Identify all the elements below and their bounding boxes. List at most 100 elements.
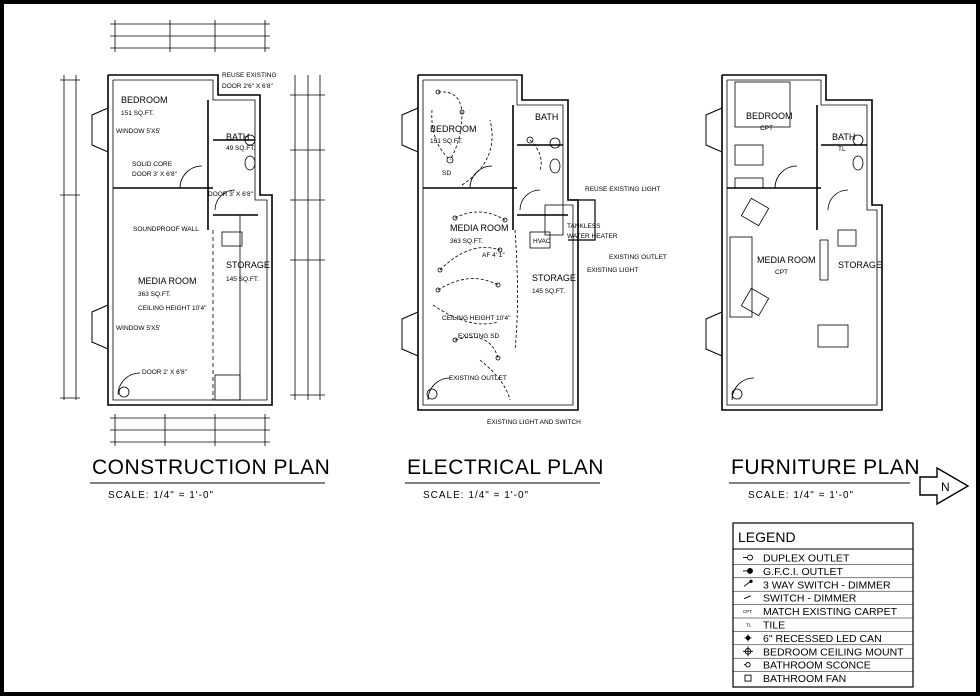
sconce-icon — [744, 662, 751, 668]
carpet-abbr: CPT — [743, 609, 752, 614]
legend-item: 3 WAY SWITCH - DIMMER — [733, 579, 913, 592]
recessed-can-icon — [744, 634, 752, 642]
furniture — [729, 81, 864, 400]
bedroom-area: 151 SQ.FT. — [121, 110, 154, 117]
legend-item: 6" RECESSED LED CAN — [733, 633, 913, 646]
switch-dimmer-icon — [743, 595, 752, 600]
floor-finish: CPT — [760, 125, 773, 132]
floor-finish: CPT — [775, 269, 788, 276]
light-note: EXISTING LIGHT — [587, 267, 638, 274]
wall-note: SOUNDPROOF WALL — [133, 226, 199, 233]
ceiling-mount-icon — [743, 646, 753, 657]
bath-label: BATH — [832, 132, 855, 142]
bed — [734, 81, 791, 128]
furniture-labels: BEDROOM CPT BATH TL MEDIA ROOM CPT STORA… — [746, 111, 882, 276]
plan-titles: CONSTRUCTION PLAN SCALE: 1/4" = 1'-0" EL… — [90, 456, 920, 501]
fan-icon — [744, 674, 752, 682]
legend-item: DUPLEX OUTLET — [733, 553, 913, 565]
three-way-switch-icon — [743, 579, 753, 587]
window-label: WINDOW 5'X5' — [116, 128, 160, 135]
electrical-title: ELECTRICAL PLAN — [407, 456, 604, 479]
windows — [401, 107, 419, 357]
legend-item: BATHROOM FAN — [744, 673, 846, 685]
bath-area: 49 SQ.FT. — [226, 145, 255, 152]
walls — [107, 74, 273, 406]
storage-area: 145 SQ.FT. — [226, 276, 259, 283]
hvac-label: HVAC — [533, 238, 551, 245]
storage-label: STORAGE — [532, 273, 576, 283]
tv-stand — [819, 239, 829, 281]
construction-labels: BEDROOM 151 SQ.FT. WINDOW 5'X5' SOLID CO… — [116, 72, 277, 376]
chair — [740, 197, 770, 227]
heater-note: WATER HEATER — [567, 233, 618, 240]
media-room-label: MEDIA ROOM — [450, 223, 509, 233]
north-arrow-icon: N — [919, 466, 970, 506]
tile-abbr: TL — [746, 623, 752, 628]
storage-label: STORAGE — [226, 260, 270, 270]
legend-item: TL TILE — [733, 620, 913, 632]
legend-item: SWITCH - DIMMER — [733, 593, 913, 605]
legend-item-label: 6" RECESSED LED CAN — [763, 633, 882, 645]
bedroom-label: BEDROOM — [430, 124, 477, 134]
legend-item-label: G.F.C.I. OUTLET — [763, 566, 844, 578]
storage-area: 145 SQ.FT. — [532, 288, 565, 295]
construction-plan — [60, 20, 325, 446]
chair — [740, 287, 770, 317]
door-note: SOLID CORE — [132, 161, 173, 168]
windows — [91, 107, 109, 350]
heater-note: TANKLESS — [567, 223, 601, 230]
door-size: DOOR 3' X 6'8" — [208, 191, 254, 198]
electrical-labels: BEDROOM 151 SQ.FT. SD BATH REUSE EXISTIN… — [430, 112, 667, 426]
legend-item: BEDROOM CEILING MOUNT — [733, 646, 913, 659]
legend-item: G.F.C.I. OUTLET — [733, 566, 913, 579]
window-label: WINDOW 5'X5' — [116, 325, 160, 332]
legend-item-label: 3 WAY SWITCH - DIMMER — [763, 579, 891, 591]
dimension-lines — [60, 20, 325, 446]
gfci-outlet-icon — [743, 567, 753, 574]
electrical-plan — [401, 74, 596, 411]
smoke-detector-note: EXISTING SD — [458, 333, 499, 340]
construction-title: CONSTRUCTION PLAN — [92, 456, 330, 479]
furniture-title: FURNITURE PLAN — [731, 456, 920, 479]
door-size: DOOR 3' X 6'8" — [132, 171, 178, 178]
outlet-note: EXISTING OUTLET — [609, 254, 667, 261]
legend-item-label: SWITCH - DIMMER — [763, 593, 857, 605]
legend-item: CPT MATCH EXISTING CARPET — [733, 606, 913, 619]
light-note: EXISTING LIGHT AND SWITCH — [487, 419, 581, 426]
construction-scale: SCALE: 1/4" = 1'-0" — [108, 490, 214, 501]
media-room-area: 363 SQ.FT. — [450, 238, 483, 245]
ceiling-note: CEILING HEIGHT 10'4" — [442, 315, 511, 322]
bedroom-label: BEDROOM — [746, 111, 793, 121]
storage-label: STORAGE — [838, 260, 882, 270]
af-note: AF 4' 1" — [482, 252, 505, 259]
door-swing — [179, 165, 203, 189]
legend-item-label: BATHROOM SCONCE — [763, 660, 871, 672]
legend-item-label: BEDROOM CEILING MOUNT — [763, 646, 904, 658]
smoke-detector-label: SD — [442, 170, 451, 177]
media-room-area: 363 SQ.FT. — [138, 291, 171, 298]
furniture-scale: SCALE: 1/4" = 1'-0" — [748, 490, 854, 501]
tile-icon: TL — [746, 623, 752, 628]
electrical-scale: SCALE: 1/4" = 1'-0" — [423, 490, 529, 501]
legend-item-label: DUPLEX OUTLET — [763, 553, 850, 565]
carpet-icon: CPT — [743, 609, 752, 614]
windows — [705, 107, 723, 357]
legend-item: BATHROOM SCONCE — [733, 660, 913, 672]
door-note: REUSE EXISTING — [222, 72, 277, 79]
wiring — [431, 91, 542, 401]
bath-label: BATH — [226, 132, 249, 142]
north-label: N — [941, 480, 950, 494]
bedroom-area: 151 SQ.FT. — [430, 138, 463, 145]
door-size: DOOR 2'6" X 6'8" — [222, 83, 274, 90]
sofa — [729, 236, 753, 318]
floor-finish: TL — [838, 146, 846, 153]
furniture-plan — [705, 74, 883, 411]
hvac-unit — [221, 231, 243, 247]
legend-item-label: MATCH EXISTING CARPET — [763, 606, 898, 618]
media-room-label: MEDIA ROOM — [757, 255, 816, 265]
legend-item-label: TILE — [763, 620, 785, 632]
bath-label: BATH — [535, 112, 558, 122]
fixtures — [435, 89, 534, 361]
